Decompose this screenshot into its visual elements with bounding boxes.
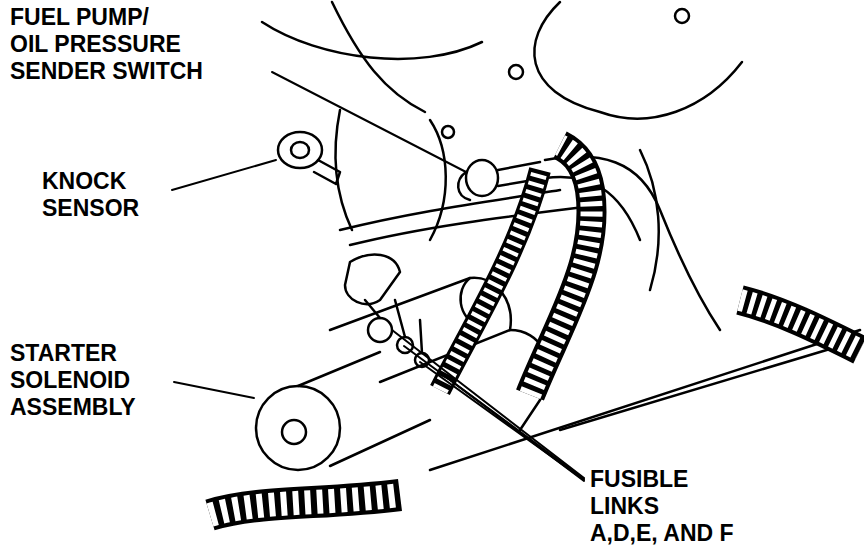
wrap-spacer — [690, 493, 765, 520]
part-label: STARTER SOLENOID ASSEMBLY — [10, 340, 170, 421]
part-label: FUEL PUMP/ OIL PRESSURE SENDER SWITCH — [10, 4, 220, 85]
wrap-spacer — [720, 466, 765, 493]
part-label: FUSIBLE LINKS A,D,E, AND F — [590, 466, 765, 547]
part-label: KNOCK SENSOR — [42, 168, 172, 222]
wrap-spacer — [175, 4, 220, 31]
